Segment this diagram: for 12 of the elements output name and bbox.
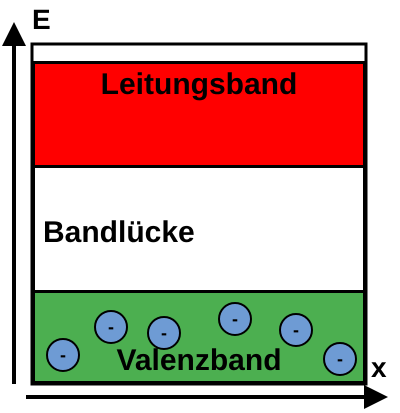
- electron-circle: -: [279, 313, 313, 347]
- electron-circle: -: [46, 338, 80, 372]
- energy-axis-label: E: [32, 4, 51, 36]
- band-label: Bandlücke: [43, 216, 195, 249]
- position-axis-label: x: [371, 352, 387, 384]
- band-label: Leitungsband: [100, 68, 298, 101]
- conduction-band: [32, 61, 366, 168]
- electron-circle: -: [218, 302, 252, 336]
- electron-circle: -: [323, 342, 357, 376]
- electron-circle: -: [94, 310, 128, 344]
- band-gap: [32, 165, 366, 293]
- valence-band: [32, 290, 366, 384]
